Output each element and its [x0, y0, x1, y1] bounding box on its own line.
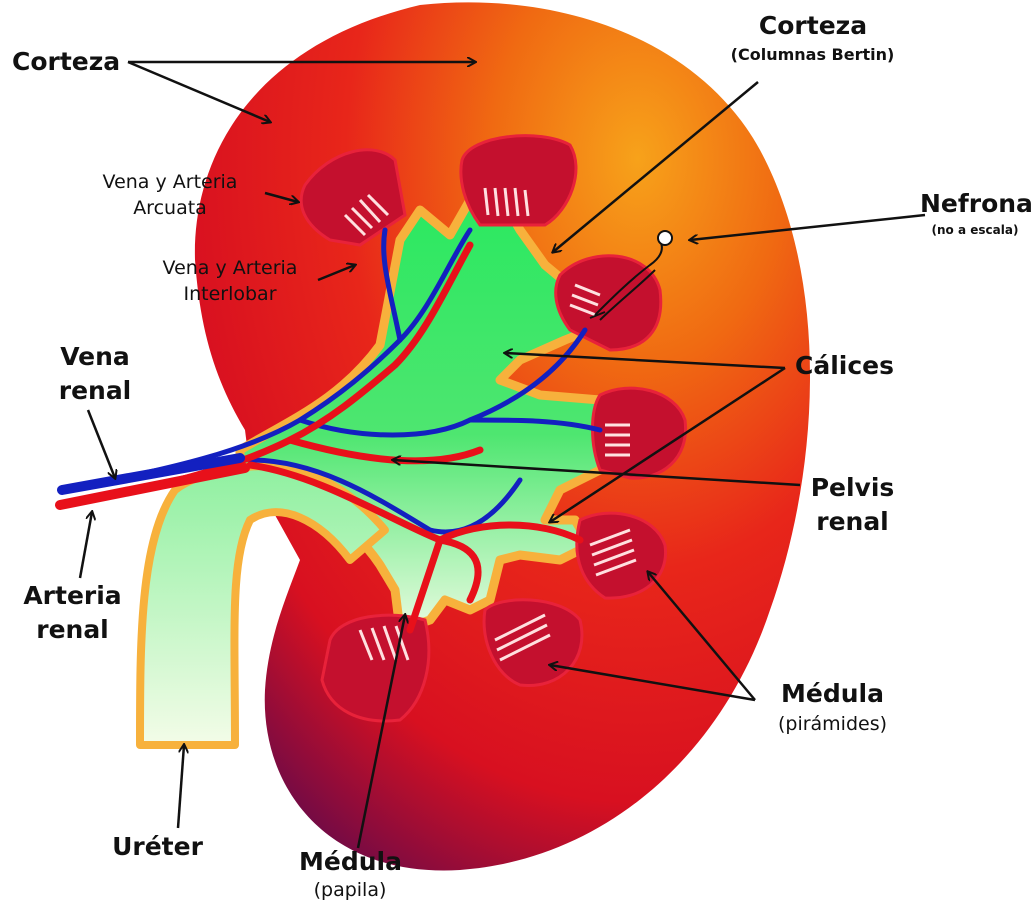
label-pelvis-renal-line1: Pelvis: [790, 474, 915, 502]
label-medula-piramides: Médula: [770, 680, 895, 708]
label-arteria-renal-line2: renal: [10, 616, 135, 644]
label-piramides-note: (pirámides): [760, 714, 905, 735]
label-interlobar-line1: Vena y Arteria: [140, 258, 320, 279]
label-arteria-renal-line1: Arteria: [10, 582, 135, 610]
label-columnas-bertin: (Columnas Bertin): [700, 46, 925, 64]
label-papila-note: (papila): [300, 880, 400, 901]
label-corteza-right: Corteza: [718, 12, 908, 40]
label-vena-renal-line2: renal: [40, 377, 150, 405]
label-calices: Cálices: [795, 352, 894, 380]
label-pelvis-renal-line2: renal: [790, 508, 915, 536]
label-ureter: Uréter: [100, 833, 215, 861]
label-arcuata-line2: Arcuata: [80, 198, 260, 219]
label-corteza-left: Corteza: [12, 48, 120, 76]
label-arcuata-line1: Vena y Arteria: [80, 172, 260, 193]
label-nefrona: Nefrona: [920, 190, 1032, 218]
label-vena-renal-line1: Vena: [40, 343, 150, 371]
label-nefrona-note: (no a escala): [916, 224, 1034, 237]
label-interlobar-line2: Interlobar: [140, 284, 320, 305]
label-medula-papila: Médula: [288, 848, 413, 876]
